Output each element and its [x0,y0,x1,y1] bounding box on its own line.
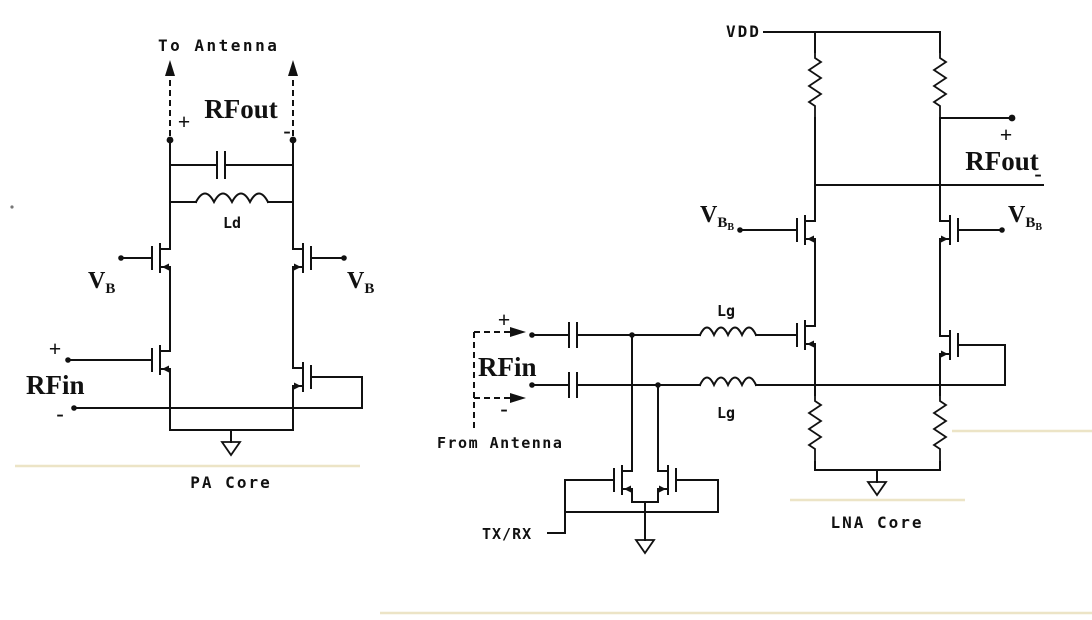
nmos-transistor-lna-cascode-left [770,207,816,253]
antenna-arrow-right [288,60,298,136]
lna-lg-bottom-label: Lg [717,404,735,422]
nmos-transistor-lna-cs-right [939,322,985,368]
from-antenna-arrows [473,327,526,428]
capacitor [216,151,226,179]
connection-node [629,332,635,338]
lna-core-label: LNA Core [830,513,923,532]
connection-node [118,255,124,261]
connection-node [737,227,743,233]
connection-node [71,405,77,411]
lna-vb-right-label: VBB [1008,202,1042,233]
pa-ld-label: Ld [223,214,241,232]
connection-node [529,332,535,338]
ground-symbol [635,539,655,554]
nmos-transistor-lna-cascode-right [939,207,985,253]
ground-symbol [867,481,887,496]
pa-rfout-plus: + [178,109,191,134]
lna-from-antenna-label: From Antenna [437,434,563,452]
capacitor [568,372,578,398]
inductor-lg-top [698,326,758,338]
nmos-transistor-lna-cs-left [770,312,816,358]
pa-rfout-minus: - [283,118,290,143]
nmos-transistor-switch-left [587,457,633,503]
pa-rfin-label: RFin [26,370,85,400]
inductor-lg-bottom [698,376,758,388]
connection-node [999,227,1005,233]
lna-wire-net [531,31,1044,541]
resistor [932,51,948,119]
nmos-transistor-pa-cascode-right [292,235,338,281]
pa-circuit: To Antenna + RFout - Ld VB VB + RFin - P… [26,36,374,492]
pa-vb-right-label: VB [347,268,374,297]
pa-rfin-plus: + [49,336,62,361]
pa-rfin-minus: - [56,401,63,426]
connection-node [65,357,71,363]
pa-to-antenna-label: To Antenna [158,36,279,55]
lna-vb-left-label: VBB [700,202,734,233]
pa-core-label: PA Core [190,473,271,492]
nmos-transistor-pa-input-left [125,337,171,383]
nmos-transistor-switch-right [657,457,703,503]
scan-artifacts [10,205,1092,615]
lna-rfin-plus: + [498,307,511,332]
connection-node [341,255,347,261]
capacitor [568,322,578,348]
lna-rfout-plus: + [1000,122,1013,147]
connection-node [1008,114,1016,122]
nmos-transistor-pa-cascode-left [125,235,171,281]
resistor [932,394,948,463]
connection-node [529,382,535,388]
connection-node [655,382,661,388]
resistor [807,394,823,463]
lna-lg-top-label: Lg [717,302,735,320]
pa-rfout-label: RFout [204,94,278,124]
connection-node [166,136,174,144]
antenna-arrow-left [165,60,175,136]
lna-rfin-minus: - [500,396,507,421]
resistor [807,51,823,119]
lna-rfin-label: RFin [478,352,537,382]
inductor-ld [194,192,270,205]
pa-vb-left-label: VB [88,268,115,297]
lna-rfout-label: RFout [965,146,1039,176]
lna-txrx-label: TX/RX [482,525,532,543]
pa-wire-net [67,139,363,443]
nmos-transistor-pa-input-right [292,354,338,400]
scan-artifact-dot [10,205,14,209]
lna-circuit: VDD + RFout - VBB VBB Lg Lg + RFin - Fro… [437,22,1044,554]
lna-rfout-minus: - [1034,161,1041,186]
lna-vdd-label: VDD [726,22,761,41]
connection-node [289,136,297,144]
ground-symbol [221,441,241,456]
